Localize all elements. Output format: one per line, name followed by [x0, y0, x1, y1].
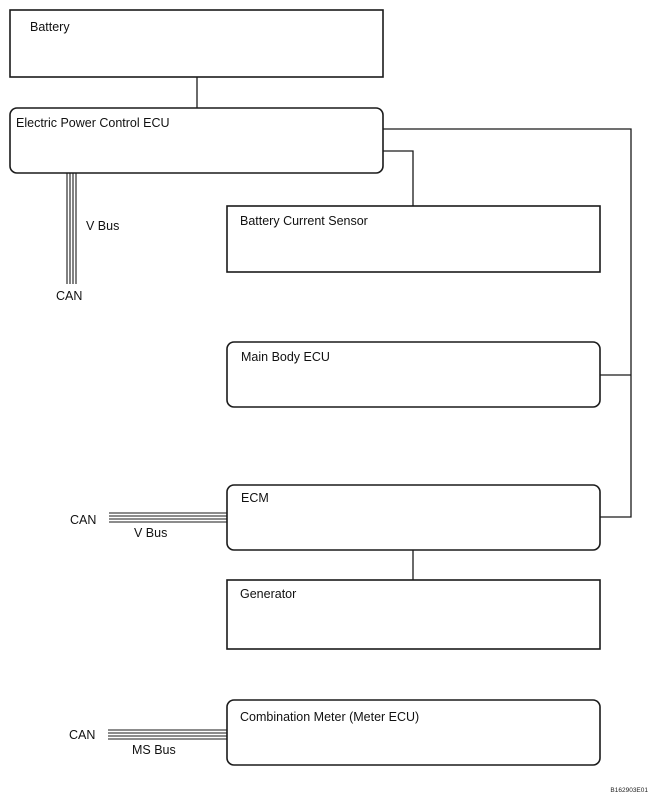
epc-to-right-trunk-wire — [383, 128, 632, 518]
ecm-vbus-label: V Bus — [134, 526, 167, 540]
combination-meter-label: Combination Meter (Meter ECU) — [240, 710, 419, 724]
battery-box — [9, 9, 384, 78]
battery-current-sensor-label: Battery Current Sensor — [240, 214, 368, 228]
main-body-ecu-box — [226, 341, 601, 408]
ecm-box — [226, 484, 601, 551]
battery-label: Battery — [30, 20, 70, 34]
epc-to-current-sensor-wire — [383, 150, 414, 206]
figure-code: B162903E01 — [610, 787, 648, 794]
epc-vbus-label: V Bus — [86, 219, 119, 233]
ecm-can-label: CAN — [70, 513, 96, 527]
generator-label: Generator — [240, 587, 296, 601]
ecm-label: ECM — [241, 491, 269, 505]
meter-can-label: CAN — [69, 728, 95, 742]
epc-vbus-bundle — [66, 173, 77, 284]
meter-msbus-bundle — [108, 729, 227, 740]
epc-ecu-label: Electric Power Control ECU — [16, 116, 170, 130]
main-body-ecu-label: Main Body ECU — [241, 350, 330, 364]
ecm-vbus-bundle — [109, 512, 227, 523]
meter-msbus-label: MS Bus — [132, 743, 176, 757]
epc-ecu-box — [9, 107, 384, 174]
epc-can-label: CAN — [56, 289, 82, 303]
battery-current-sensor-box — [226, 205, 601, 273]
generator-box — [226, 579, 601, 650]
